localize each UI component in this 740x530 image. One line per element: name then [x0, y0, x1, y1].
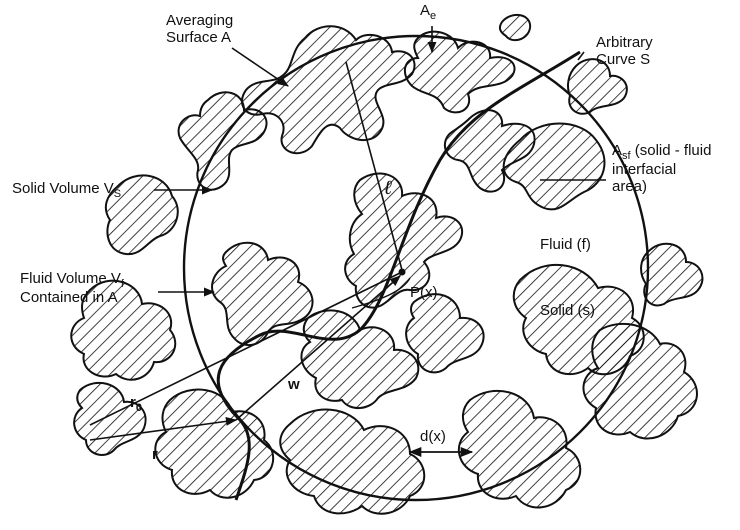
asf-label: Asf (solid - fluid interfacial area) [612, 142, 711, 195]
r0-main: r [130, 394, 136, 411]
solid-grain [154, 388, 274, 499]
solid-volume-main: Solid Volume V [12, 180, 114, 197]
asf-line1: Asf (solid - fluid [612, 142, 712, 162]
solid-grain [582, 322, 698, 440]
arbitrary-curve-label: Arbitrary Curve S [596, 34, 653, 68]
solid-grain [211, 241, 314, 347]
solid-volume-sub: S [113, 188, 122, 200]
fluid-volume-label: Fluid Volume Vf Contained in A [20, 270, 124, 306]
arbitrary-curve-line2: Curve S [596, 51, 651, 68]
solid-grain [70, 279, 177, 381]
ae-label: Ae [420, 2, 437, 22]
solid-grain [640, 242, 704, 307]
fluid-volume-main: Fluid Volume V [20, 270, 121, 287]
px-point [398, 268, 406, 276]
fluid-volume-sub: f [120, 278, 124, 290]
averaging-circle [182, 34, 650, 502]
r-label: r [152, 446, 158, 463]
r0-sub: 0 [135, 402, 142, 414]
ae-main: A [420, 2, 431, 19]
fluid-volume-line2: Contained in A [20, 289, 118, 306]
solid-volume-label: Solid Volume VS [12, 180, 122, 200]
ae-sub: e [430, 10, 437, 22]
asf-line2: interfacial [612, 161, 677, 178]
solid-grain [443, 109, 536, 193]
solid-grain [405, 293, 485, 374]
arbitrary-curve-line1: Arbitrary [596, 34, 653, 51]
averaging-surface-line2: Surface A [166, 29, 232, 46]
solid-grain [104, 174, 179, 256]
solid-grain [498, 13, 532, 42]
fluid-f-label: Fluid (f) [540, 236, 591, 253]
fluid-volume-line1: Fluid Volume Vf [20, 270, 124, 290]
w-vector [235, 275, 401, 421]
asf-main: A [612, 142, 623, 159]
solid-grain [241, 25, 416, 155]
asf-rest: (solid - fluid [630, 142, 712, 159]
asf-line3: area) [612, 178, 648, 195]
px-pointer [351, 277, 411, 309]
r0-label: r0 [130, 394, 142, 414]
r0-vector [89, 271, 403, 426]
solid-grains [70, 13, 704, 515]
w-label: w [288, 376, 300, 393]
asf-sub: sf [622, 150, 631, 162]
px-label: P(x) [410, 284, 438, 301]
solid-s-label: Solid (s) [540, 302, 596, 319]
arbitrary-curve-s [216, 50, 581, 501]
solid-grain [279, 408, 426, 515]
ell-label: ℓ [384, 177, 393, 199]
dx-label: d(x) [420, 428, 446, 445]
solid-grain [502, 122, 606, 211]
averaging-surface-line1: Averaging [166, 12, 234, 29]
solid-grain [73, 381, 147, 456]
solid-grain [458, 390, 582, 509]
averaging-surface-pointer [231, 47, 289, 87]
solid-grain [403, 30, 516, 114]
r-vector [89, 416, 238, 441]
length-l-line [345, 61, 403, 271]
curve-s-pointer [577, 51, 585, 61]
solid-grain [300, 309, 420, 409]
averaging-surface-label: Averaging Surface A [166, 12, 233, 46]
